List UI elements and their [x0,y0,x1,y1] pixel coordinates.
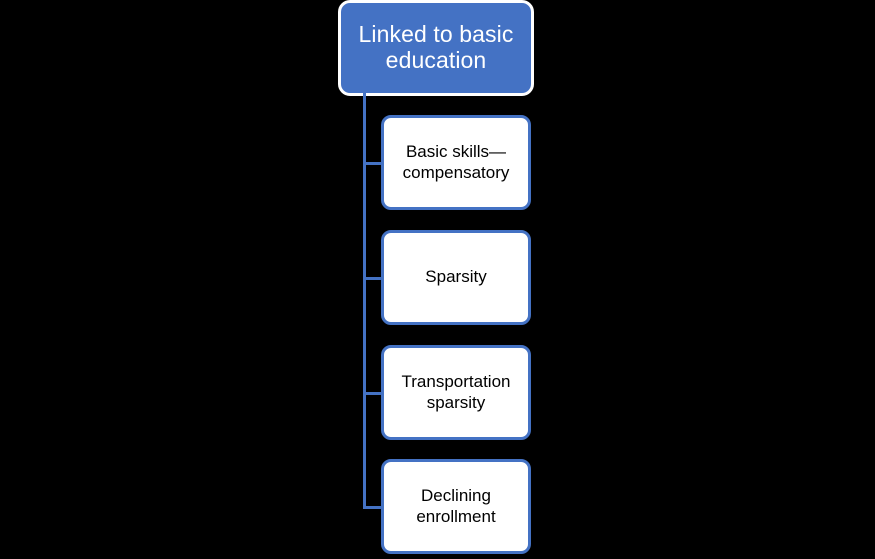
child-node-declining-enrollment[interactable]: Declining enrollment [381,459,531,554]
root-node-label: Linked to basic education [358,21,514,73]
child-node-label: Transportation sparsity [401,371,511,412]
child-node-label: Sparsity [425,267,487,287]
root-node-linked-to-basic-education[interactable]: Linked to basic education [338,0,534,96]
connector-trunk-vertical [363,93,366,509]
child-node-transportation-sparsity[interactable]: Transportation sparsity [381,345,531,440]
connector-stub-2 [363,277,384,280]
connector-stub-1 [363,162,384,165]
child-node-label: Declining enrollment [416,485,496,526]
child-node-sparsity[interactable]: Sparsity [381,230,531,325]
connector-stub-3 [363,392,384,395]
connector-stub-4 [363,506,384,509]
child-node-label: Basic skills—compensatory [402,141,510,182]
child-node-basic-skills-compensatory[interactable]: Basic skills—compensatory [381,115,531,210]
